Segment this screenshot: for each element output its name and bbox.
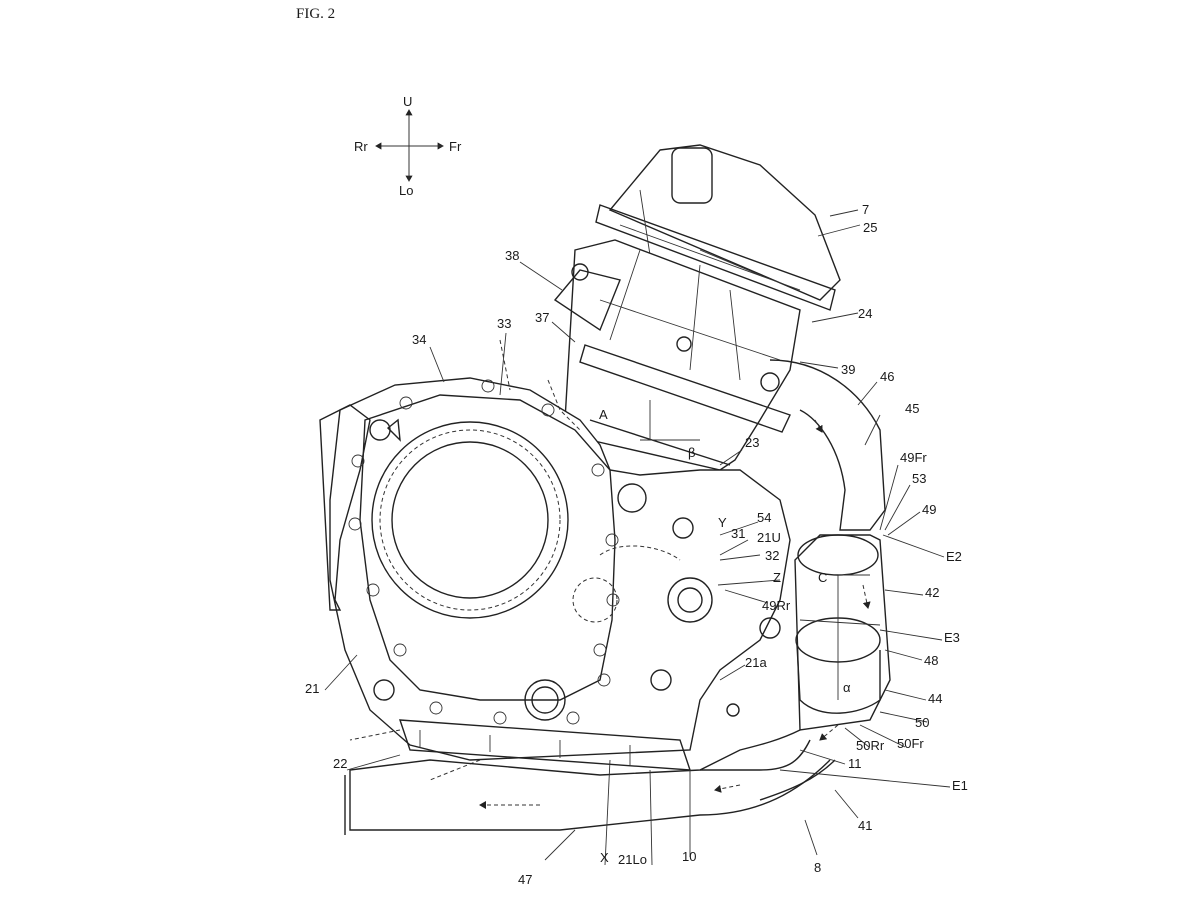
ref-label: 7 [862, 202, 869, 217]
ref-label: 44 [928, 691, 942, 706]
ref-label: 50 [915, 715, 929, 730]
ref-label: Y [718, 515, 727, 530]
ref-label: 21 [305, 681, 319, 696]
ref-label: 50Fr [897, 736, 924, 751]
ref-label: X [600, 850, 609, 865]
ref-label: E2 [946, 549, 962, 564]
ref-label: 22 [333, 756, 347, 771]
figure-title: FIG. 2 [296, 6, 336, 22]
ref-label: E1 [952, 778, 968, 793]
ref-label: 11 [848, 756, 862, 771]
ref-label: 37 [535, 310, 549, 325]
ref-label: 54 [757, 510, 771, 525]
ref-label: 42 [925, 585, 939, 600]
ref-label: 41 [858, 818, 872, 833]
reference-labels: 7 25 24 38 37 33 34 39 46 45 A β 23 49Fr… [305, 202, 968, 887]
ref-label: 32 [765, 548, 779, 563]
ref-label: 8 [814, 860, 821, 875]
ref-label: 45 [905, 401, 919, 416]
ref-label: 49 [922, 502, 936, 517]
ref-label: 47 [518, 872, 532, 887]
direction-compass: U Lo Fr Rr [354, 94, 462, 198]
ref-label: E3 [944, 630, 960, 645]
ref-label: α [843, 680, 851, 695]
cylinder-head-cover [595, 144, 841, 311]
ref-label: 49Fr [900, 450, 927, 465]
ref-label: 24 [858, 306, 872, 321]
exhaust-system [344, 359, 891, 835]
ref-label: C [818, 570, 827, 585]
dir-rear-label: Rr [354, 139, 368, 154]
ref-label: 39 [841, 362, 855, 377]
ref-label: Z [773, 570, 781, 585]
ref-label: 53 [912, 471, 926, 486]
ref-label: 23 [745, 435, 759, 450]
dir-up-label: U [403, 94, 412, 109]
ref-label: 31 [731, 526, 745, 541]
ref-label: 46 [880, 369, 894, 384]
ref-label: 21U [757, 530, 781, 545]
ref-label: A [599, 407, 608, 422]
ref-label: 21Lo [618, 852, 647, 867]
ref-label: 25 [863, 220, 877, 235]
ref-label: 49Rr [762, 598, 791, 613]
ref-label: 48 [924, 653, 938, 668]
dir-front-label: Fr [449, 139, 462, 154]
cylinder-block [553, 239, 801, 471]
ref-label: 10 [682, 849, 696, 864]
dir-down-label: Lo [399, 183, 413, 198]
ref-label: 50Rr [856, 738, 885, 753]
ref-label: β [688, 445, 695, 460]
crankcase [319, 339, 791, 781]
ref-label: 21a [745, 655, 767, 670]
ref-label: 33 [497, 316, 511, 331]
leader-lines [324, 209, 951, 866]
ref-label: 34 [412, 332, 426, 347]
ref-label: 38 [505, 248, 519, 263]
